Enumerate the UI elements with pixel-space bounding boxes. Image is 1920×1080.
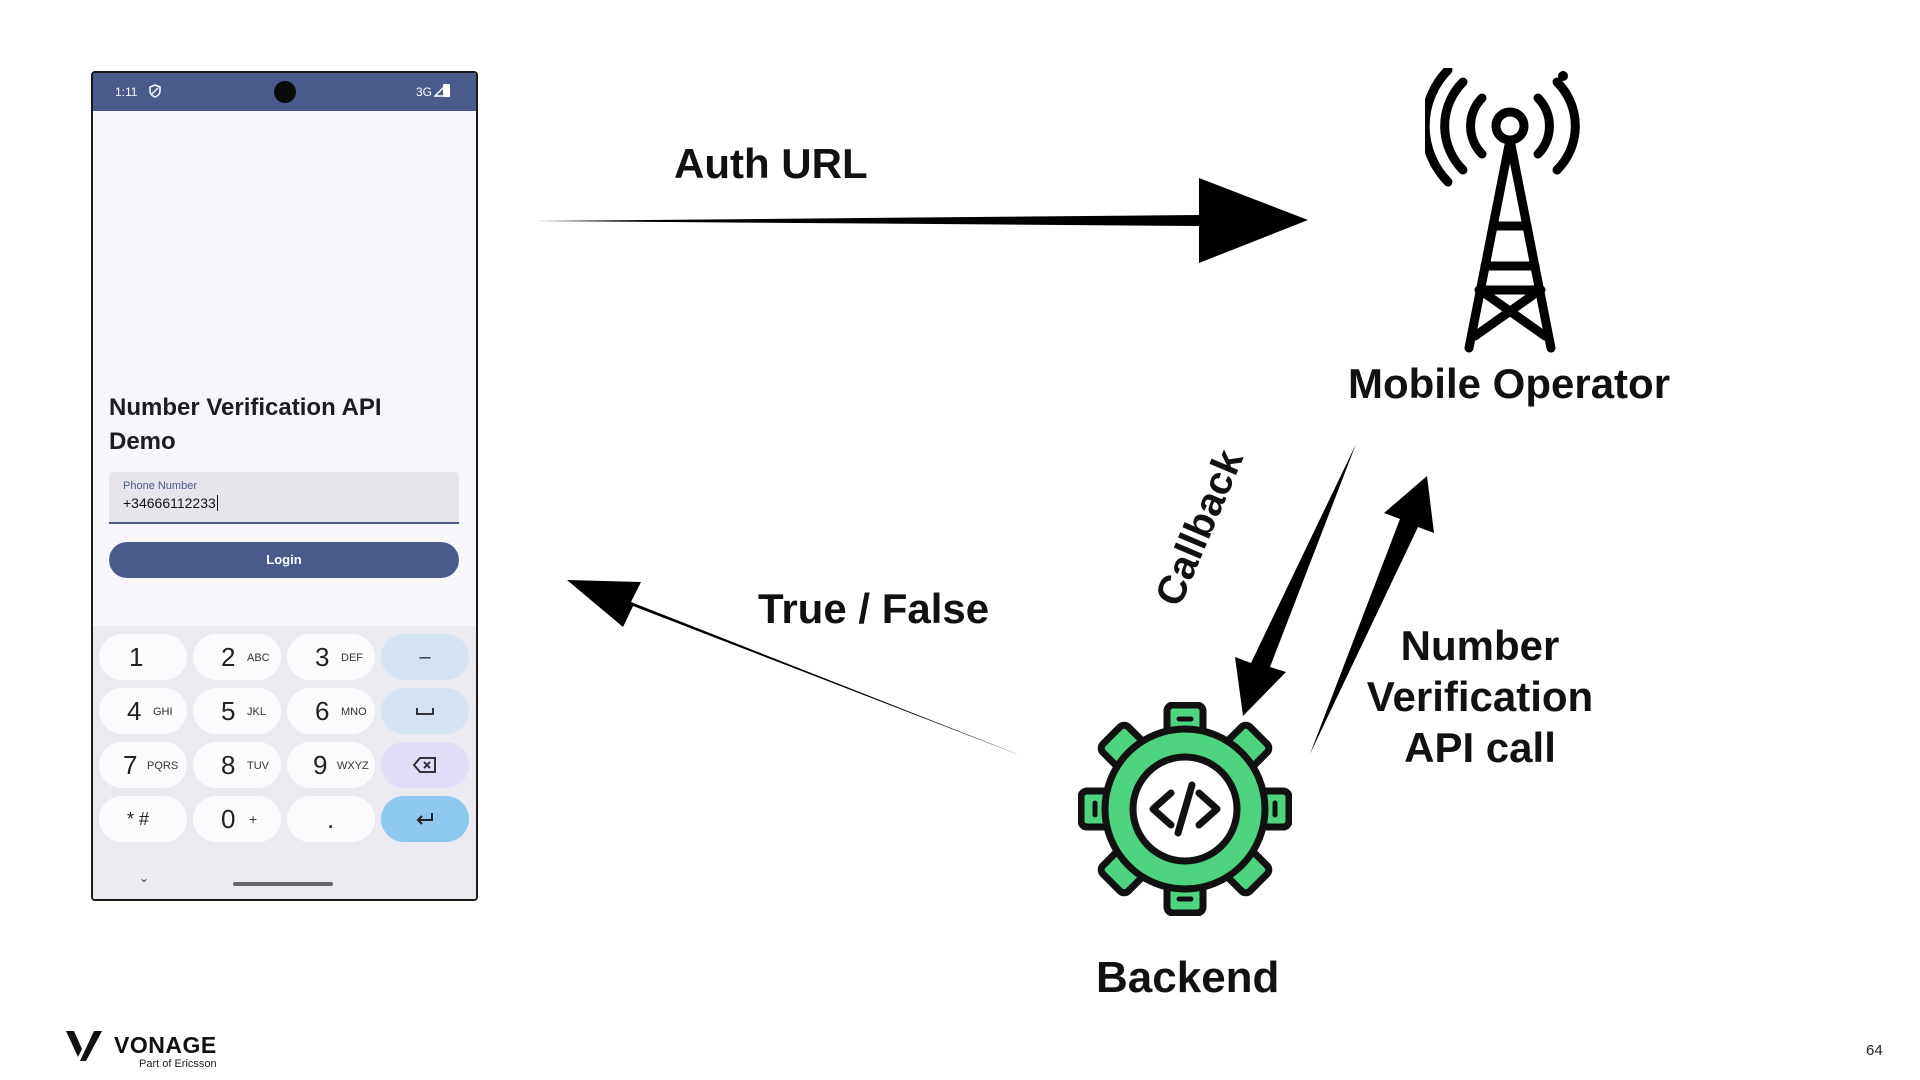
callback-arrow	[1235, 444, 1356, 716]
key-period[interactable]: .	[287, 796, 375, 842]
key-1[interactable]: 1	[99, 634, 187, 680]
key-8[interactable]: 8 TUV	[193, 742, 281, 788]
key-0[interactable]: 0 +	[193, 796, 281, 842]
auth-url-arrow	[535, 178, 1308, 263]
cell-tower-icon	[1425, 68, 1580, 353]
key-backspace[interactable]	[381, 742, 469, 788]
phone-number-text: +34666112233	[123, 495, 216, 511]
login-button[interactable]: Login	[109, 542, 459, 578]
app-title: Number Verification API Demo	[109, 394, 382, 455]
chevron-down-icon[interactable]: ⌄	[139, 871, 150, 885]
text-caret	[216, 495, 218, 511]
status-network: 3G	[415, 85, 432, 99]
true-false-arrow	[567, 580, 1022, 756]
nv-call-arrow	[1310, 476, 1434, 754]
key-digit: 2	[221, 642, 236, 672]
key-digit: .	[327, 804, 335, 834]
key-letters: MNO	[341, 706, 367, 718]
phone-mockup: 1:11 3G Number Verification API Demo Pho…	[91, 71, 478, 901]
key-letters: WXYZ	[337, 760, 369, 772]
battery-icon	[443, 84, 450, 97]
key-star-hash[interactable]: * #	[99, 796, 187, 842]
status-time: 1:11	[115, 85, 138, 99]
phone-number-field[interactable]: Phone Number +34666112233	[109, 472, 459, 524]
backspace-icon	[413, 757, 436, 773]
key-digit: 7	[123, 750, 138, 780]
page-number: 64	[1866, 1042, 1883, 1059]
key-letters: TUV	[247, 760, 269, 772]
key-digit: * #	[127, 809, 150, 829]
key-letters: JKL	[247, 706, 266, 718]
key-9[interactable]: 9 WXYZ	[287, 742, 375, 788]
key-letters: +	[249, 811, 258, 827]
key-6[interactable]: 6 MNO	[287, 688, 375, 734]
key-digit: 8	[221, 750, 236, 780]
phone-number-label: Phone Number	[123, 480, 197, 492]
key-space[interactable]	[381, 688, 469, 734]
true-false-label: True / False	[758, 585, 990, 632]
key-digit: 0	[221, 804, 236, 834]
key-letters: ABC	[247, 652, 270, 664]
key-2[interactable]: 2 ABC	[193, 634, 281, 680]
shield-icon	[149, 84, 161, 98]
status-bar: 1:11 3G	[93, 73, 476, 111]
key-letters: GHI	[153, 706, 173, 718]
vonage-tagline: Part of Ericsson	[139, 1058, 217, 1070]
key-enter[interactable]	[381, 796, 469, 842]
dash-icon: –	[419, 646, 431, 668]
number-verification-call-label: Number Verification API call	[1366, 622, 1594, 771]
code-gear-icon	[1078, 702, 1292, 916]
phone-number-value[interactable]: +34666112233	[123, 495, 218, 511]
key-dash[interactable]: –	[381, 634, 469, 680]
key-digit: 9	[313, 750, 328, 780]
numeric-keypad: 1 2 ABC 3 DEF – 4 GHI 5 JKL 6 MNO	[93, 626, 476, 899]
vonage-logo-icon	[66, 1031, 102, 1061]
key-4[interactable]: 4 GHI	[99, 688, 187, 734]
key-3[interactable]: 3 DEF	[287, 634, 375, 680]
home-indicator[interactable]	[233, 882, 333, 886]
backend-label: Backend	[1096, 953, 1280, 1002]
mobile-operator-label: Mobile Operator	[1348, 360, 1671, 407]
key-digit: 5	[221, 696, 236, 726]
auth-url-label: Auth URL	[674, 140, 868, 187]
camera-cutout	[274, 81, 296, 103]
vonage-wordmark: VONAGE	[114, 1032, 217, 1058]
key-digit: 3	[315, 642, 330, 672]
key-letters: DEF	[341, 652, 363, 664]
space-icon	[416, 708, 434, 715]
key-letters: PQRS	[147, 760, 179, 772]
key-digit: 1	[129, 642, 144, 672]
key-5[interactable]: 5 JKL	[193, 688, 281, 734]
enter-icon	[416, 813, 433, 825]
key-digit: 4	[127, 696, 142, 726]
key-7[interactable]: 7 PQRS	[99, 742, 187, 788]
key-digit: 6	[315, 696, 330, 726]
